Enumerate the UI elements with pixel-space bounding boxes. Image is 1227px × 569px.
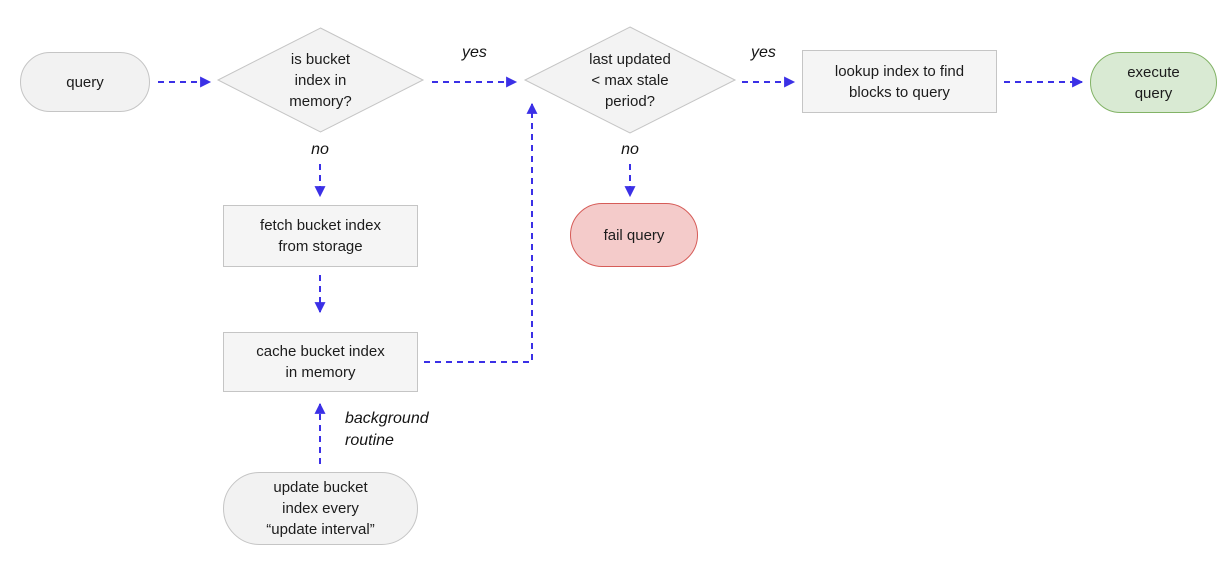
decision-memory-check-shape xyxy=(216,27,425,133)
node-query: query xyxy=(20,52,150,112)
node-update-bucket-index: update bucket index every “update interv… xyxy=(223,472,418,545)
node-lookup-index: lookup index to find blocks to query xyxy=(802,50,997,113)
node-cache-bucket-index: cache bucket index in memory xyxy=(223,332,418,392)
node-memory-check-label: is bucket index in memory? xyxy=(289,50,352,110)
edge-label-memory-no: no xyxy=(311,141,329,158)
node-stale-check-label: last updated < max stale period? xyxy=(589,50,671,110)
edge-label-stale-yes: yes xyxy=(751,44,776,61)
edge-cache-to-stale-check xyxy=(424,102,538,363)
edge-label-background-routine: background routine xyxy=(345,410,429,449)
node-execute-query: execute query xyxy=(1090,52,1217,113)
decision-stale-check-shape xyxy=(523,26,737,134)
node-fetch-bucket-index: fetch bucket index from storage xyxy=(223,205,418,267)
edge-label-memory-yes: yes xyxy=(462,44,487,61)
edge-label-stale-no: no xyxy=(621,141,639,158)
node-fail-query: fail query xyxy=(570,203,698,267)
